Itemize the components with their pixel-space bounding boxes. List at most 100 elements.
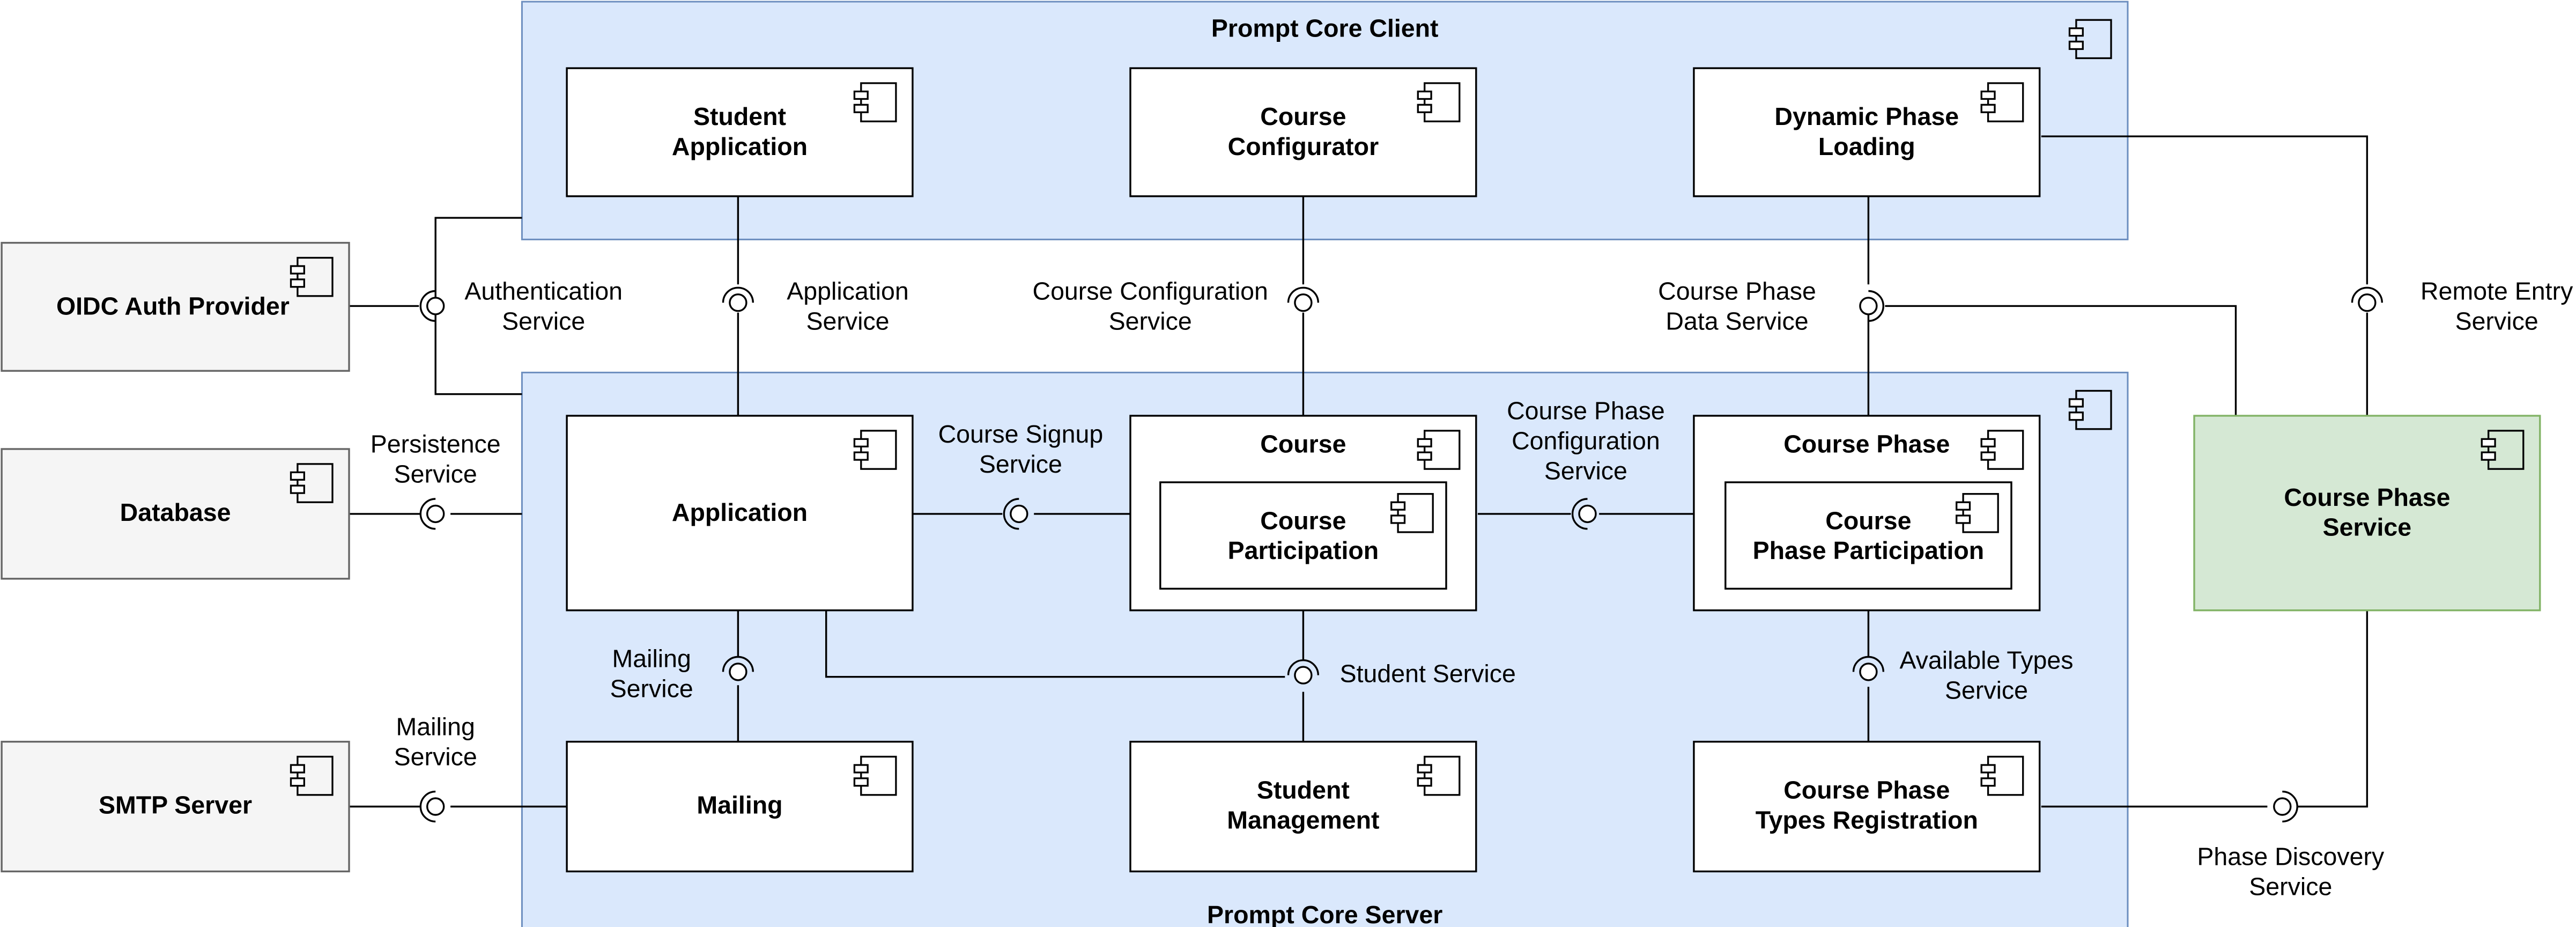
connector-line-1 [434,217,522,306]
course_configurator-label-line-2: Configurator [1228,133,1379,160]
interface-mailing-service-external-socket [419,790,445,823]
interface-application-service-socket [722,286,754,312]
available_types_service-label-line-1: Available Types [1899,646,2073,674]
course_phase_data_service-label-line-2: Data Service [1665,307,1808,335]
interface-mailing-service-internal-socket [722,656,754,681]
course_phase_service-label-line-2: Service [2323,513,2411,541]
component-database: Database [1,448,350,580]
connector-line-10 [2041,135,2368,285]
component-icon [1956,493,1999,533]
course_phase-label-line-1: Course Phase [1783,430,1950,458]
mailing_service_internal-label-line-1: Mailing [612,645,691,673]
component-oidc-auth-provider: OIDC Auth Provider [1,241,350,372]
authentication_service-label-line-1: Authentication [464,277,623,305]
oidc_auth_provider-label-line-1: OIDC Auth Provider [56,292,290,320]
course_phase_participation-label-line-1: Course [1825,506,1911,534]
interface-available-types-service-socket [1852,656,1884,681]
course_configurator-label-line-1: Course [1260,102,1346,130]
component-icon [290,755,334,796]
components-layer: StudentApplicationCourseConfiguratorDyna… [1,67,2541,873]
component-icon [1417,82,1461,122]
course_configuration_service-label-line-2: Service [1109,307,1192,335]
interface-phase-discovery-service-socket [2273,790,2298,823]
course_participation-label-line-1: Course [1260,506,1346,534]
interface-course-configuration-service-socket [1287,286,1319,312]
connector-line-12 [1885,305,2237,416]
component-icon [2068,19,2112,60]
persistence_service-label-line-2: Service [394,460,477,488]
course_phase_configuration_service-label-line-3: Service [1544,457,1627,484]
course_configuration_service-label-line-1: Course Configuration [1032,277,1268,305]
component-icon [1390,493,1434,533]
interface-course-signup-service-socket [1003,498,1028,530]
interface-remote-entry-service-socket [2351,286,2383,312]
course-label-line-1: Course [1260,430,1346,458]
component-icon [1417,755,1461,796]
application-label-line-1: Application [672,498,808,526]
component-icon [853,82,897,122]
mailing_service_external-label-line-1: Mailing [396,713,475,741]
container-client-title: Prompt Core Client [1211,14,1439,42]
interface-labels-layer: AuthenticationServiceApplicationServiceC… [371,277,2573,901]
connector-line-2 [434,306,522,395]
component-mailing: Mailing [566,740,914,873]
student_service-label-line-1: Student Service [1340,660,1516,688]
interface-sockets-layer [419,286,2383,823]
course_participation-label-line-2: Participation [1228,536,1379,564]
component-icon [290,256,334,297]
component-icon [1417,430,1461,470]
student_management-label-line-1: Student [1257,776,1350,804]
student_application-label-line-1: Student [693,102,786,130]
course_phase_types_registration-label-line-2: Types Registration [1756,806,1978,834]
application_service-label-line-2: Service [806,307,889,335]
connector-lines-layer [349,135,2368,808]
container-server-title: Prompt Core Server [1207,901,1442,927]
component-application: Application [566,415,914,612]
smtp_server-label-line-1: SMTP Server [99,791,252,819]
authentication_service-label-line-2: Service [502,307,585,335]
phase_discovery_service-label-line-1: Phase Discovery [2197,843,2385,871]
course_signup_service-label-line-1: Course Signup [938,420,1104,448]
course_phase_types_registration-label-line-1: Course Phase [1783,776,1950,804]
interface-course-phase-configuration-service-socket [1571,498,1597,530]
interface-student-service-label: Student Service [1340,660,1516,688]
course_signup_service-label-line-2: Service [979,450,1062,478]
interface-student-service-socket [1287,659,1319,685]
interface-authentication-service-socket [419,290,445,322]
persistence_service-label-line-1: Persistence [371,430,501,458]
course_phase_configuration_service-label-line-1: Course Phase [1507,397,1665,425]
student_application-label-line-2: Application [672,133,808,160]
interface-course-phase-data-service-socket [1859,290,1884,322]
connector-line-29 [2297,610,2368,808]
dynamic_phase_loading-label-line-1: Dynamic Phase [1774,102,1959,130]
component-icon [1980,82,2024,122]
component-icon [853,430,897,470]
mailing-label-line-1: Mailing [697,791,782,819]
database-label-line-1: Database [120,498,231,526]
dynamic_phase_loading-label-line-2: Loading [1818,133,1915,160]
available_types_service-label-line-2: Service [1945,676,2028,704]
component-icon [2481,430,2525,470]
course_phase_data_service-label-line-1: Course Phase [1658,277,1816,305]
component-icon [290,463,334,503]
course_phase_service-label-line-1: Course Phase [2284,483,2450,511]
application_service-label-line-1: Application [787,277,908,305]
mailing_service_external-label-line-2: Service [394,743,477,771]
course_phase_participation-label-line-2: Phase Participation [1753,536,1985,564]
